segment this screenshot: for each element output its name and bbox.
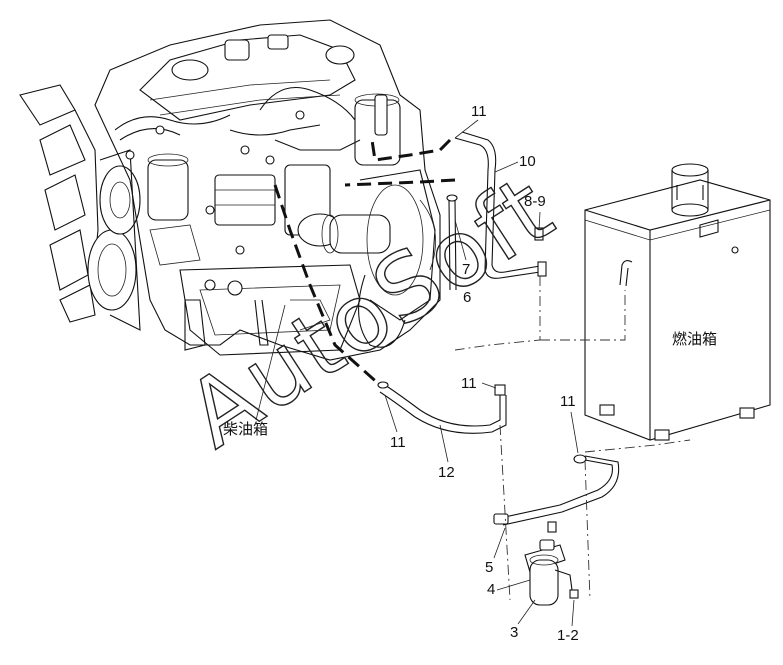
fuel-filter	[524, 521, 579, 606]
callout-11: 11	[390, 434, 406, 451]
callout-5: 5	[485, 559, 493, 576]
pipe-7	[448, 199, 457, 291]
callout-1-2: 1-2	[557, 627, 579, 644]
cooling-fan	[19, 84, 99, 323]
callout-11: 11	[471, 103, 487, 120]
fuel-tank-drawing	[584, 163, 771, 441]
hose-12	[384, 384, 501, 427]
callout-10: 10	[519, 153, 536, 170]
fuel-lines	[273, 131, 691, 601]
hose-5	[499, 459, 613, 519]
callout-6: 6	[463, 289, 471, 306]
callout-8-9: 8-9	[524, 193, 546, 210]
callout-4: 4	[487, 581, 495, 598]
callout-11: 11	[461, 375, 477, 392]
fuel-tank-label: 燃油箱	[672, 330, 717, 348]
return-route-dashed	[370, 138, 452, 162]
diesel-tank-label: 柴油箱	[223, 420, 268, 438]
callout-3: 3	[510, 624, 518, 641]
callout-12: 12	[438, 464, 455, 481]
callout-11: 11	[560, 393, 576, 410]
engine-drawing	[19, 19, 441, 361]
engine-block	[94, 19, 441, 361]
callout-7: 7	[462, 261, 470, 278]
callout-numbers: 11 10 8-9 7 6 11 11 12 11 5 4 3 1-2	[384, 103, 579, 644]
hose-10	[454, 137, 541, 279]
